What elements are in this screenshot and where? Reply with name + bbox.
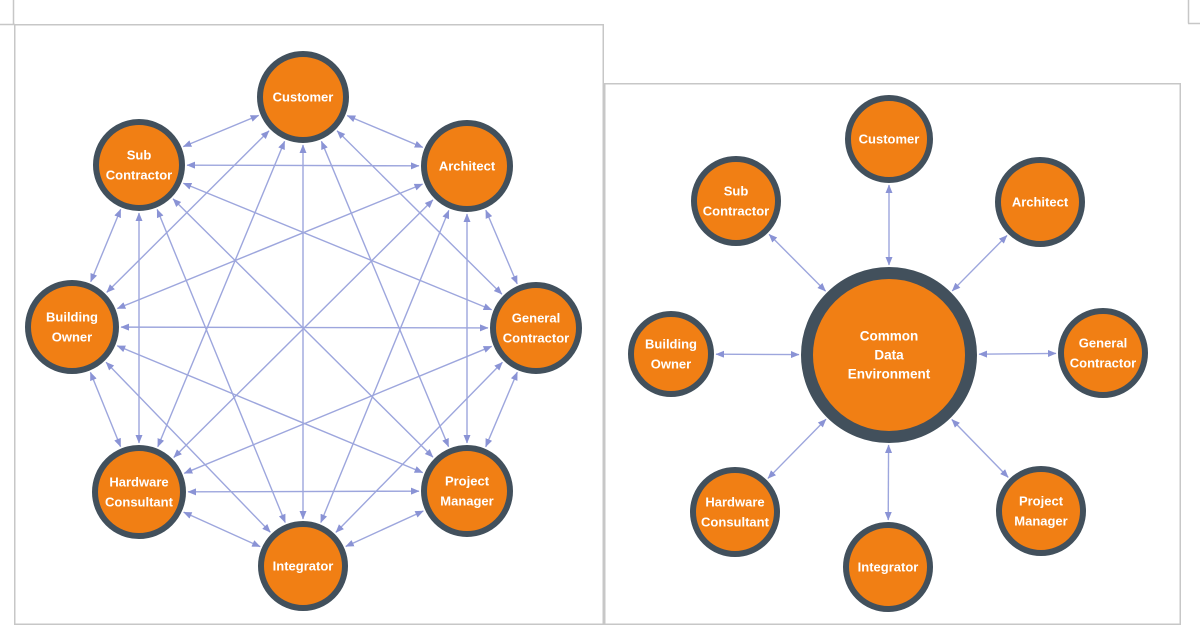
node-sub-contractor: [93, 119, 185, 211]
node-general-contractor: [1058, 308, 1148, 398]
node-common-data-environment: [801, 267, 977, 443]
edge-common-data-environment--architect: [951, 234, 1008, 292]
edge-customer--sub-contractor: [182, 114, 260, 148]
node-sub-contractor: [691, 156, 781, 246]
node-label-customer: Customer: [273, 90, 334, 105]
node-building-owner: [628, 311, 714, 397]
node-project-manager: [996, 466, 1086, 556]
node-architect: [995, 157, 1085, 247]
edge-common-data-environment--project-manager: [951, 418, 1009, 478]
edge-building-owner--sub-contractor: [90, 208, 122, 283]
node-label-customer: Customer: [859, 132, 920, 147]
edge-integrator--sub-contractor: [156, 208, 286, 523]
node-label-architect: Architect: [1012, 195, 1069, 210]
node-label-architect: Architect: [439, 159, 496, 174]
node-label-integrator: Integrator: [858, 560, 919, 575]
node-integrator: [843, 522, 933, 612]
node-integrator: [258, 521, 348, 611]
node-customer: [257, 51, 349, 143]
edge-project-manager--integrator: [345, 510, 424, 548]
edge-architect--sub-contractor: [186, 161, 420, 170]
edge-common-data-environment--hardware-consultant: [767, 418, 827, 479]
node-label-integrator: Integrator: [273, 559, 334, 574]
edge-common-data-environment--sub-contractor: [768, 233, 827, 292]
node-hardware-consultant: [690, 467, 780, 557]
edge-hardware-consultant--building-owner: [89, 371, 122, 448]
node-project-manager: [421, 445, 513, 537]
node-architect: [421, 120, 513, 212]
node-hardware-consultant: [92, 445, 186, 539]
node-building-owner: [25, 280, 119, 374]
node-general-contractor: [490, 282, 582, 374]
edge-project-manager--hardware-consultant: [187, 487, 420, 496]
edge-general-contractor--building-owner: [120, 323, 489, 332]
node-customer: [845, 95, 933, 183]
edge-common-data-environment--general-contractor: [978, 350, 1057, 358]
table-border-artifacts: [0, 0, 1200, 26]
